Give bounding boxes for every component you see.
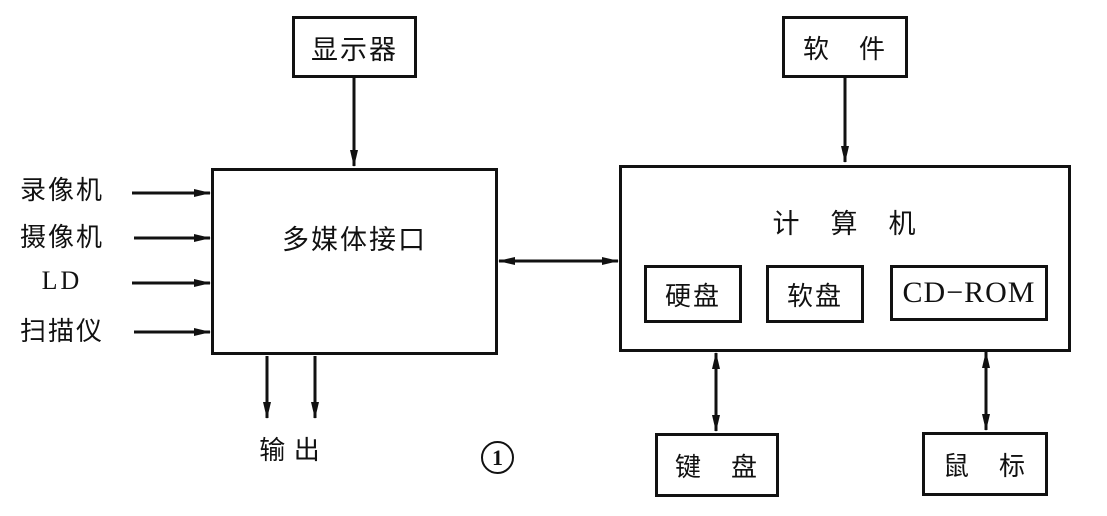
mouse-node: 鼠 标 [922,432,1048,496]
computer-label: 计 算 机 [772,209,918,239]
mouse-label: 鼠 标 [942,451,1027,481]
multimedia-interface-label: 多媒体接口 [282,225,427,255]
input-label-camera: 摄像机 [19,223,104,252]
floppy-disk-node: 软盘 [766,265,864,323]
input-label-vcr: 录像机 [19,176,104,205]
cdrom-label: CD−ROM [902,276,1036,309]
hard-disk-node: 硬盘 [644,265,742,323]
hard-disk-label: 硬盘 [664,281,721,311]
cdrom-node: CD−ROM [890,265,1048,321]
figure-number-text: 1 [492,444,503,470]
output-label: 输 出 [259,436,321,465]
display-label: 显示器 [311,34,398,65]
floppy-disk-label: 软盘 [786,281,843,311]
keyboard-node: 键 盘 [655,433,779,497]
display-node: 显示器 [292,16,417,78]
input-label-scanner: 扫描仪 [19,317,104,346]
software-node: 软 件 [782,16,908,78]
keyboard-label: 键 盘 [674,452,759,482]
multimedia-interface-node: 多媒体接口 [211,168,498,355]
figure-number-badge: 1 [481,441,514,474]
computer-node: 计 算 机 [619,165,1071,352]
software-label: 软 件 [802,34,887,64]
input-label-ld: LD [41,266,83,295]
